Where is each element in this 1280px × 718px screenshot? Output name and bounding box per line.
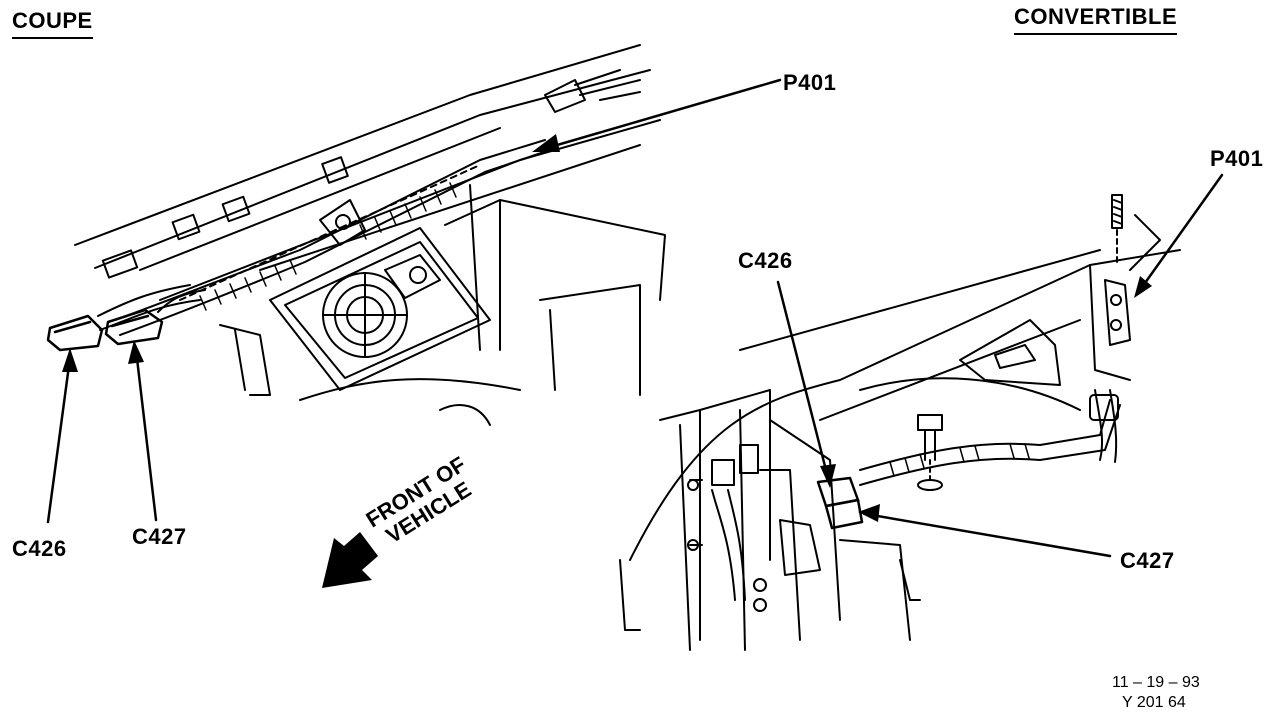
arrowhead-c426-left — [62, 348, 78, 372]
drawing-date: 11 – 19 – 93 — [1112, 674, 1200, 691]
front-of-vehicle-arrow-icon — [322, 532, 378, 588]
p401-label-coupe: P401 — [783, 70, 837, 95]
arrowhead-p401-left — [532, 134, 560, 152]
drawing-code: Y 201 64 — [1122, 694, 1186, 711]
convertible-drawing — [619, 194, 1181, 651]
coupe-leader-lines — [46, 78, 782, 524]
convertible-heading: CONVERTIBLE — [1014, 4, 1178, 35]
arrowhead-c426-right — [820, 464, 836, 488]
coupe-drawing — [46, 44, 666, 426]
arrowhead-c427-left — [128, 340, 144, 364]
c426-label-convertible: C426 — [738, 248, 793, 273]
p401-label-convertible: P401 — [1210, 146, 1264, 171]
c427-label-convertible: C427 — [1120, 548, 1175, 573]
coupe-heading: COUPE — [12, 8, 93, 39]
convertible-leader-lines — [776, 173, 1224, 558]
arrowhead-p401-right — [1134, 276, 1152, 298]
c426-label-coupe: C426 — [12, 536, 67, 561]
c427-label-coupe: C427 — [132, 524, 187, 549]
arrowhead-c427-right — [858, 504, 880, 522]
